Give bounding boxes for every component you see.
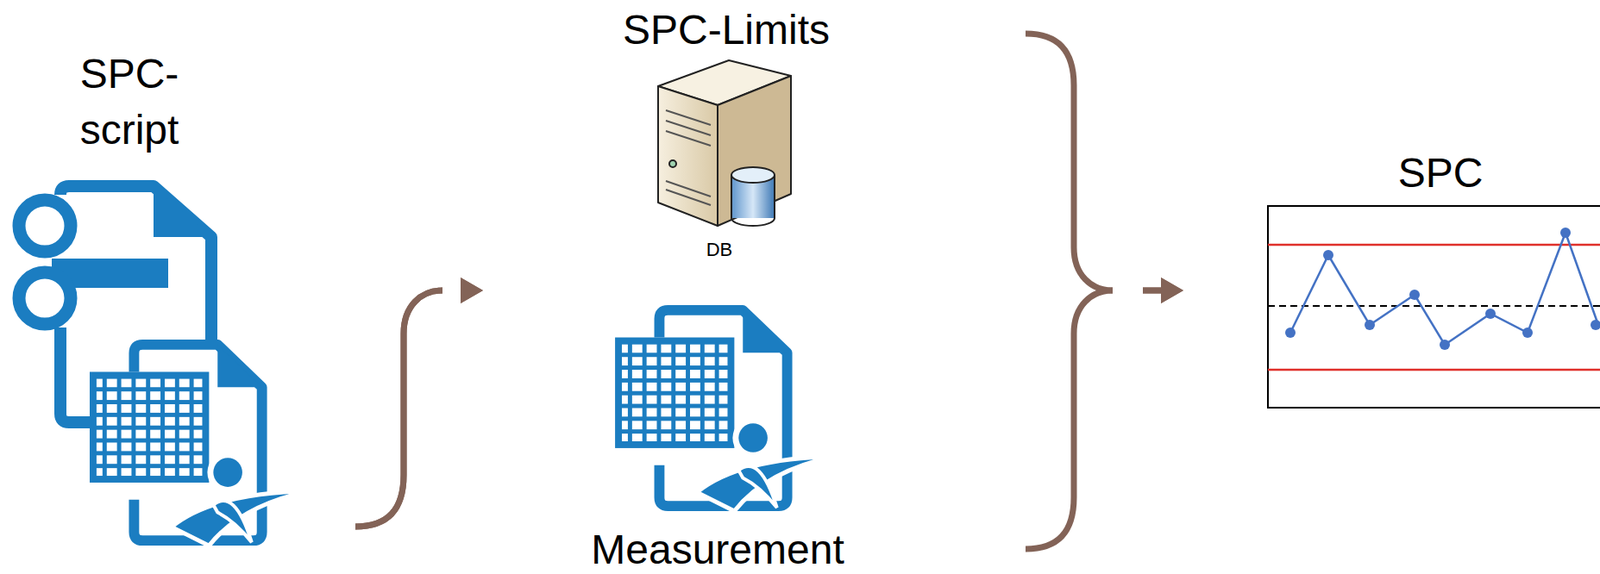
- brace-line: [1025, 290, 1167, 550]
- node-heading: SPC- script: [47, 45, 212, 158]
- brace-line: [355, 290, 473, 528]
- spc-chart: [1267, 206, 1600, 408]
- node-heading: SPC: [1354, 149, 1527, 197]
- arrow-head: [460, 277, 484, 304]
- measurement-node: Measurement: [483, 276, 1026, 574]
- brace-connector: [1025, 33, 1184, 304]
- measurement-icon: [614, 310, 835, 512]
- node-label: DB: [684, 238, 754, 262]
- script-node: SPC- script: [8, 34, 356, 553]
- arrow-head: [460, 277, 484, 304]
- brace-line: [355, 290, 473, 528]
- spc-node: SPC: [1183, 146, 1600, 415]
- arrow-head: [1160, 277, 1184, 304]
- brace-line: [1025, 33, 1167, 291]
- server-icon: [658, 60, 791, 226]
- brace-connector: [355, 277, 484, 528]
- script-icon: [18, 186, 310, 546]
- brace-connector: [355, 277, 484, 528]
- node-heading: Measurement: [562, 528, 873, 572]
- node-heading: SPC-Limits: [583, 6, 869, 54]
- brace-connector: [1025, 277, 1184, 550]
- limits-node: SPC-LimitsDB: [483, 0, 1026, 268]
- arrow-head: [1160, 277, 1184, 304]
